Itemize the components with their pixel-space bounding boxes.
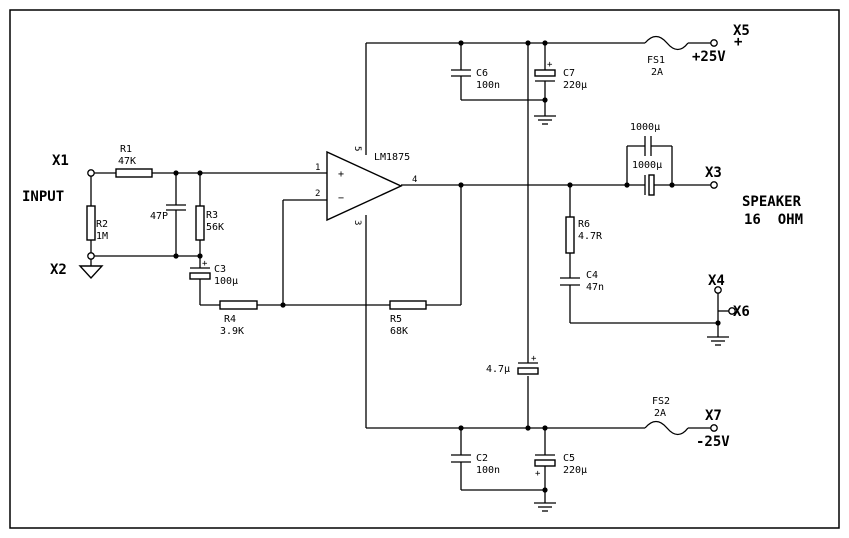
resistor-r3 [195,205,205,241]
capacitor-47p [166,204,186,211]
label-input: INPUT [22,189,64,205]
terminal-x2 [87,252,95,260]
terminal-x3 [710,181,718,189]
ic-name: LM1875 [374,152,410,163]
r3-ref: R3 [206,210,218,221]
c-out-lower-value: 1000µ [632,160,662,171]
c4-ref: C4 [586,270,598,281]
c4-value: 47n [586,282,604,293]
c2-value: 100n [476,465,500,476]
resistor-r6 [565,216,575,254]
c2-ref: C2 [476,453,488,464]
capacitor-c4 [560,277,580,286]
c5-value: 220µ [563,465,587,476]
r5-value: 68K [390,326,408,337]
label-x4: X4 [708,273,725,289]
c3-ref: C3 [214,264,226,275]
wires [90,42,732,503]
r2-ref: R2 [96,219,108,230]
svg-text:+: + [202,259,208,269]
pin-1-label: 1 [315,163,320,173]
r2-value: 1M [96,231,108,242]
c-rail-value: 4.7µ [486,364,510,375]
r4-ref: R4 [224,314,236,325]
capacitor-c7: + [534,60,556,82]
fs1-value: 2A [651,67,663,78]
capacitor-c3: + [189,259,211,280]
fuse-fs1 [644,35,689,51]
r5-ref: R5 [390,314,402,325]
pin-3-label: 3 [352,220,362,225]
pin-5-label: 5 [352,146,362,151]
ground-symbol-x6 [707,336,729,346]
capacitor-1000u-lower [644,174,655,196]
capacitor-c2 [451,454,471,463]
capacitor-1000u-upper [644,136,652,156]
c7-value: 220µ [563,80,587,91]
label-vneg: -25V [696,434,730,450]
pin-4-label: 4 [412,175,417,185]
svg-text:+: + [531,354,537,364]
label-speaker: SPEAKER [742,194,802,210]
capacitor-c5: + [534,454,556,479]
c47p-value: 47P [150,211,168,222]
c6-value: 100n [476,80,500,91]
resistor-r2 [86,205,96,241]
resistor-r5 [389,300,427,310]
r1-value: 47K [118,156,136,167]
c3-value: 100µ [214,276,238,287]
r1-ref: R1 [120,144,132,155]
label-vpos: +25V [692,49,726,65]
junction-dots [173,40,721,493]
r4-value: 3.9K [220,326,244,337]
label-x2: X2 [50,262,67,278]
fuse-fs2 [644,420,689,436]
opamp-plus-sign: + [338,169,344,180]
label-x7: X7 [705,408,722,424]
capacitor-4u7: + [517,354,539,375]
r6-ref: R6 [578,219,590,230]
label-speaker-impedance: 16 OHM [744,212,803,228]
terminal-x7 [710,424,718,432]
c7-ref: C7 [563,68,575,79]
c6-ref: C6 [476,68,488,79]
resistor-r1 [115,168,153,178]
opamp-minus-sign: − [338,193,344,204]
label-x3: X3 [705,165,722,181]
r3-value: 56K [206,222,224,233]
opamp-lm1875: + − [326,150,403,222]
svg-text:+: + [547,60,553,70]
terminal-x5 [710,39,718,47]
label-x5: X5 [733,23,750,39]
fs2-ref: FS2 [652,396,670,407]
ground-symbol-top [534,115,556,125]
pin-2-label: 2 [315,189,320,199]
ground-symbol-bottom [534,502,556,512]
label-plus: + [734,34,742,50]
c-out-upper-value: 1000µ [630,122,660,133]
fs2-value: 2A [654,408,666,419]
terminal-x4 [714,286,722,294]
svg-text:+: + [535,469,541,479]
label-x6: X6 [733,304,750,320]
terminal-x6 [728,307,736,315]
capacitor-c6 [451,69,471,77]
fs1-ref: FS1 [647,55,665,66]
label-x1: X1 [52,153,69,169]
terminal-x1 [87,169,95,177]
resistor-r4 [219,300,258,310]
c5-ref: C5 [563,453,575,464]
diagram-border [9,9,840,529]
r6-value: 4.7R [578,231,603,242]
